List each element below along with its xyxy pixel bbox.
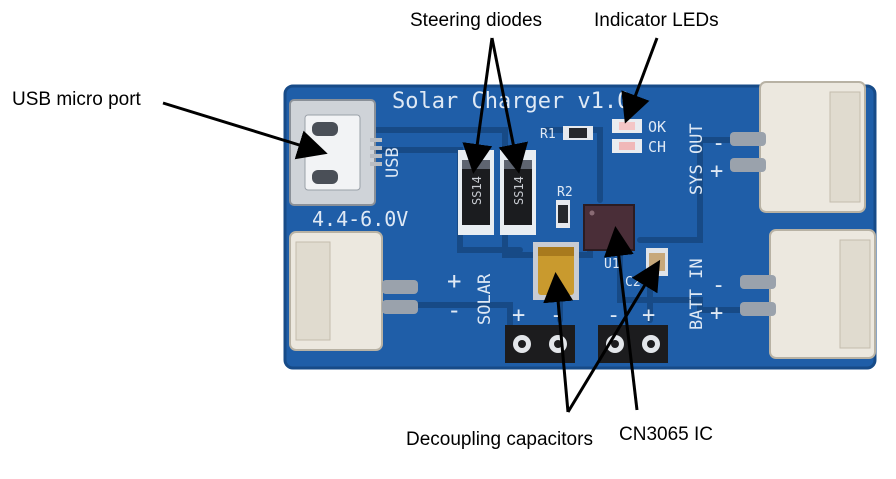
voltage-range-label: 4.4-6.0V xyxy=(312,207,408,231)
u1-silk-label: U1 xyxy=(604,257,620,272)
leader-ic xyxy=(603,226,639,411)
solar-silk-label: SOLAR xyxy=(475,273,495,325)
r1-silk-label: R1 xyxy=(540,127,556,142)
batt-in-plus-mark: + xyxy=(710,301,723,326)
solar-minus-mark: - xyxy=(447,296,461,324)
usb-silk-label: USB xyxy=(383,147,403,178)
ch-silk-label: CH xyxy=(648,138,666,156)
leader-cap-2 xyxy=(566,259,661,413)
header-plus-right: + xyxy=(642,303,655,328)
led-ok xyxy=(612,119,642,133)
diode-1-marking: SS14 xyxy=(470,176,484,205)
header-plus-left: + xyxy=(512,303,525,328)
callout-usb-micro-port: USB micro port xyxy=(12,89,141,110)
leader-diode-2 xyxy=(490,37,529,174)
leader-leds xyxy=(621,37,659,124)
sys-out-plus-mark: + xyxy=(710,159,723,184)
callout-decoupling-capacitors: Decoupling capacitors xyxy=(406,429,593,450)
sys-out-silk-label: SYS OUT xyxy=(687,123,707,195)
ceramic-capacitor-c2 xyxy=(646,248,668,276)
batt-in-silk-label: BATT IN xyxy=(687,258,707,330)
header-minus-right: - xyxy=(607,303,620,328)
sys-out-minus-mark: - xyxy=(712,131,725,156)
resistor-r2 xyxy=(556,200,570,228)
leader-cap-1 xyxy=(543,272,574,413)
solar-jst-connector xyxy=(289,231,418,351)
sys-out-jst-connector xyxy=(730,81,866,213)
leader-lines xyxy=(162,37,661,413)
led-ch xyxy=(612,139,642,153)
batt-in-jst-connector xyxy=(740,229,876,359)
callout-cn3065-ic: CN3065 IC xyxy=(619,424,713,445)
solar-plus-mark: + xyxy=(447,267,461,295)
diode-2-marking: SS14 xyxy=(512,176,526,205)
usb-micro-port xyxy=(289,99,382,206)
resistor-r1 xyxy=(563,126,593,140)
leader-diode-1 xyxy=(462,37,494,174)
callout-indicator-leds: Indicator LEDs xyxy=(594,10,719,31)
batt-in-minus-mark: - xyxy=(712,273,725,298)
c2-silk-label: C2 xyxy=(625,275,641,290)
board-title: Solar Charger v1.0 xyxy=(392,89,630,114)
pcb-board xyxy=(283,84,877,370)
ok-silk-label: OK xyxy=(648,118,666,136)
leader-usb xyxy=(162,101,328,160)
callout-steering-diodes: Steering diodes xyxy=(410,10,543,31)
cn3065-ic xyxy=(583,204,635,251)
r2-silk-label: R2 xyxy=(557,185,573,200)
